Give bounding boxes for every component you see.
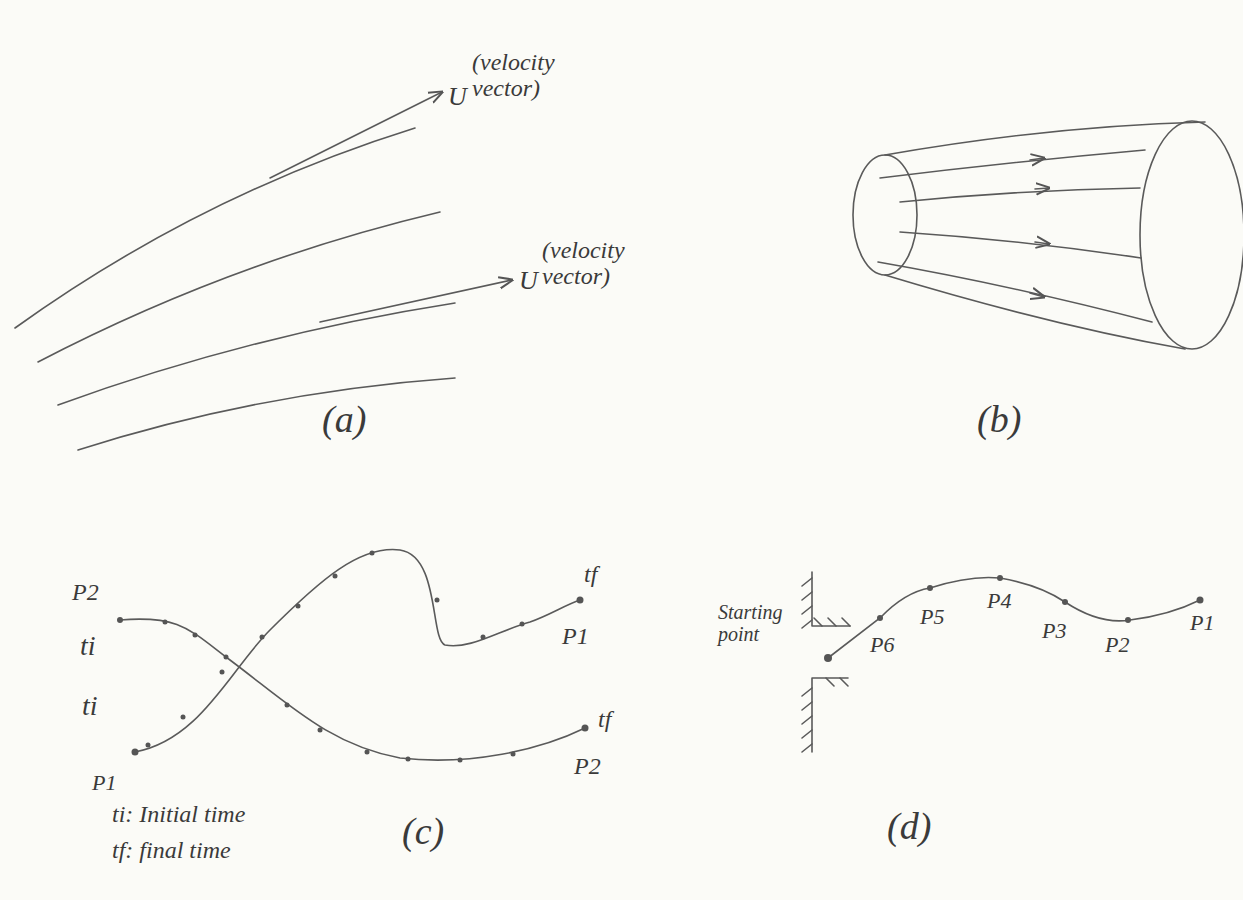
tube-inlet: [853, 155, 917, 275]
pathline: [135, 550, 580, 752]
flow-arrow: [1030, 293, 1044, 297]
particle-label: P1: [90, 770, 118, 796]
flow-arrow: [1035, 188, 1049, 189]
panel-label: (a): [320, 398, 368, 442]
panel-label: (d): [885, 805, 933, 849]
wall-hatch: [802, 578, 850, 752]
wall: [812, 572, 850, 752]
streamline: [38, 212, 440, 362]
velocity-arrow: [270, 92, 442, 178]
time-label: ti: [78, 630, 98, 663]
pathline: [120, 619, 585, 760]
tube-wall: [885, 122, 1205, 155]
particle-label: P6: [868, 632, 896, 658]
particle-label: P2: [70, 578, 101, 606]
particle-label: P2: [572, 752, 603, 780]
vector-symbol: U: [517, 266, 540, 297]
particle-label: P2: [1103, 632, 1131, 658]
streamline: [15, 128, 415, 328]
tube-outlet: [1140, 121, 1243, 349]
vector-note: (velocity vector): [540, 236, 648, 291]
streakline: [828, 577, 1200, 658]
vector-note: (velocity vector): [470, 48, 578, 103]
panel-label: (c): [400, 810, 446, 854]
flow-arrow: [1035, 242, 1049, 244]
streamline: [878, 262, 1152, 322]
particle-dots: [117, 551, 589, 763]
velocity-arrow: [320, 280, 512, 322]
streamline: [900, 232, 1141, 258]
flow-arrow: [1030, 158, 1044, 160]
streamline: [880, 150, 1145, 178]
legend-note: ti: Initial time: [110, 800, 247, 828]
particle-label: P4: [985, 588, 1013, 614]
particle-label: P5: [918, 604, 946, 630]
streamline: [78, 378, 455, 450]
tube-wall: [885, 275, 1185, 349]
streamline: [58, 303, 455, 405]
time-label: tf: [582, 560, 599, 588]
vector-symbol: U: [446, 82, 469, 113]
time-label: ti: [80, 690, 100, 723]
streak-dots: [824, 575, 1204, 662]
time-label: tf: [596, 705, 613, 733]
streamline: [900, 188, 1140, 202]
start-label: Starting point: [716, 600, 798, 646]
panel-label: (b): [975, 398, 1023, 442]
particle-label: P1: [560, 622, 591, 650]
particle-label: P3: [1040, 618, 1068, 644]
legend-note: tf: final time: [110, 836, 233, 864]
particle-label: P1: [1188, 610, 1216, 636]
